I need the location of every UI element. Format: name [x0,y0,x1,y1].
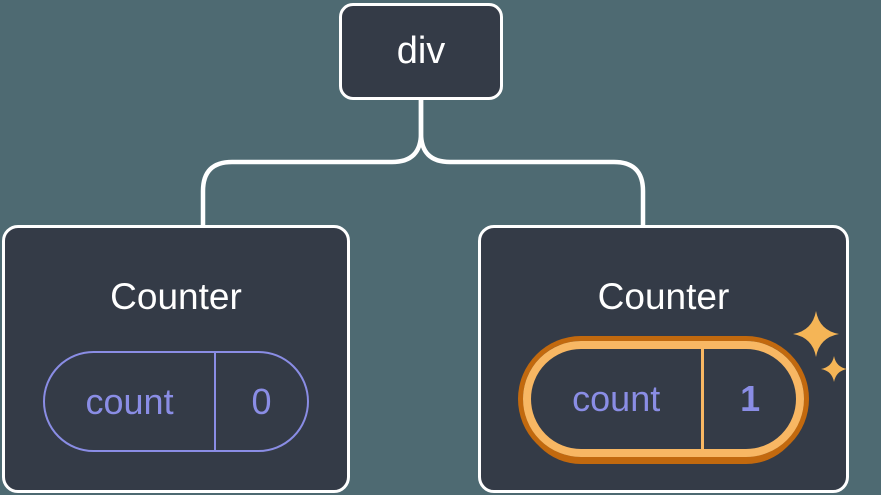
state-key-label: count [85,380,174,422]
state-value: 1 [701,349,796,449]
connector-left-branch [200,97,424,231]
component-title: Counter [597,276,730,317]
counter-card-left: Counter count 0 [2,225,350,493]
root-node-label: div [396,30,446,72]
state-key-label: count [572,378,661,419]
root-node-div: div [339,3,503,100]
state-pill: count 0 [43,351,309,452]
component-title: Counter [110,276,242,317]
state-value: 0 [214,353,307,450]
state-pill-highlighted: count 1 [523,341,804,457]
connector-right-branch [418,97,646,231]
counter-card-right: Counter count 1 [478,225,849,493]
